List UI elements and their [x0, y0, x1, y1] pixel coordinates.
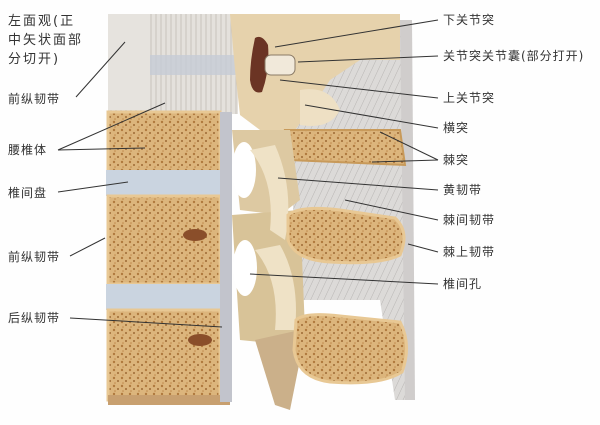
label-interspinous-ligament: 棘间韧带: [443, 213, 496, 227]
label-inferior-articular-process: 下关节突: [443, 13, 496, 27]
upper-vertebra-sagittal: [108, 14, 240, 114]
label-lumbar-vertebral-body: 腰椎体: [8, 143, 48, 157]
vertebral-body-2: [106, 194, 222, 286]
diagram-title: 左面观(正 中矢状面部 分切开): [8, 12, 108, 69]
pedicles-and-foramina: [232, 130, 305, 410]
upper-posterior-elements: [230, 14, 407, 167]
label-spinous-process: 棘突: [443, 153, 470, 167]
leader-lines: [57, 19, 439, 328]
intervertebral-disc-1: [106, 170, 222, 196]
vertebral-body-3: [106, 308, 230, 405]
label-facet-joint-capsule: 关节突关节囊(部分打开): [443, 49, 585, 63]
label-anterior-longitudinal-ligament-lower: 前纵韧带: [8, 250, 61, 264]
label-superior-articular-process: 上关节突: [443, 91, 496, 105]
label-supraspinous-ligament: 棘上韧带: [443, 245, 496, 259]
label-posterior-longitudinal-ligament: 后纵韧带: [8, 311, 61, 325]
label-ligamentum-flavum: 黄韧带: [443, 183, 483, 197]
intervertebral-disc-2: [106, 284, 222, 310]
title-line-3: 分切开): [8, 52, 61, 67]
posterior-longitudinal-ligament-strip: [220, 112, 232, 402]
label-intervertebral-foramen: 椎间孔: [443, 277, 483, 291]
title-line-2: 中矢状面部: [8, 33, 84, 48]
title-line-1: 左面观(正: [8, 14, 76, 29]
label-anterior-longitudinal-ligament-upper: 前纵韧带: [8, 92, 61, 106]
label-transverse-process: 横突: [443, 121, 470, 135]
label-intervertebral-disc: 椎间盘: [8, 186, 48, 200]
spinous-process-1: [286, 206, 406, 265]
spinous-process-2: [292, 313, 408, 385]
